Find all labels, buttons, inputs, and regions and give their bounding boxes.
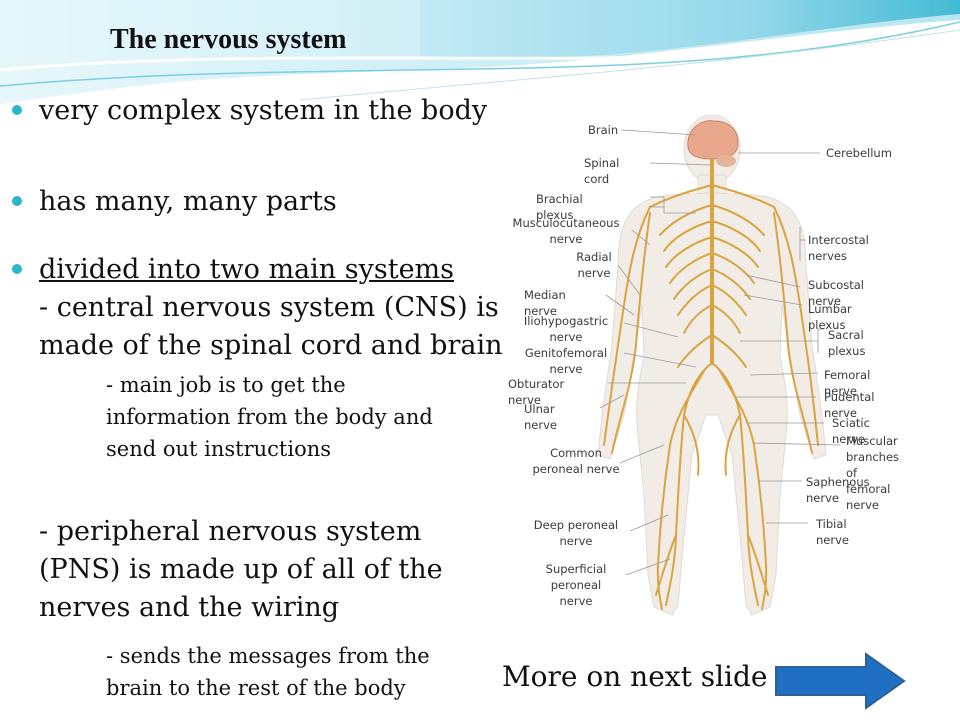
label-genitofemoral-nerve: Genitofemoral nerve [524,346,608,376]
bullet-text: has many, many parts [39,186,337,217]
bullet-icon [12,264,22,274]
label-brain: Brain [588,123,619,137]
cns-line: - central nervous system (CNS) is [39,292,499,323]
pns-line: - peripheral nervous system [39,516,422,547]
next-arrow-icon[interactable] [774,652,908,710]
cns-detail-line: - main job is to get the [106,373,346,397]
pns-detail-text: sends the messages from the [119,644,430,668]
label-ulnar-nerve: Ulnar nerve [524,402,557,432]
label-pudental-nerve: Pudental nerve [824,390,875,420]
pns-detail-line: - sends the messages from the [106,640,430,672]
bullet-text: divided into two main systems [39,254,455,285]
label-iliohypogastric-nerve: Iliohypogastric nerve [523,314,609,344]
label-median-nerve: Median nerve [524,288,566,318]
label-intercostal-nerves: Intercostal nerves [808,233,869,263]
label-musculocutaneous-nerve: Musculocutaneous nerve [512,216,620,246]
pns-line: (PNS) is made up of all of the [39,554,443,585]
more-on-next-slide-text: More on next slide [502,660,768,693]
label-sacral-plexus: Sacral plexus [828,328,866,358]
bullet-icon [12,105,22,115]
label-brachial-plexus: Brachial plexus [536,192,583,222]
label-muscular-branches: Muscular branches of femoral nerve [846,434,900,512]
label-lumbar-plexus: Lumbar plexus [808,302,852,332]
label-radial-nerve: Radial nerve [576,250,612,280]
bullet-icon [12,196,22,206]
pns-detail-line: brain to the rest of the body [106,676,406,700]
header-wave-decoration [0,0,960,104]
label-tibial-nerve: Tibial nerve [816,517,849,547]
label-femoral-nerve: Femoral nerve [824,368,871,398]
label-obturator-nerve: Obturator nerve [508,377,565,407]
bullet-text: very complex system in the body [39,95,488,126]
label-cerebellum: Cerebellum [826,146,892,160]
label-saphenous-nerve: Saphenous nerve [806,475,870,505]
label-deep-peroneal-nerve: Deep peroneal nerve [533,518,619,548]
label-common-peroneal-nerve: Common peroneal nerve [532,446,620,476]
label-subcostal-nerve: Subcostal nerve [808,278,864,308]
pns-line: nerves and the wiring [39,592,340,623]
cns-line: made of the spinal cord and brain [39,330,503,361]
body-figure [597,115,841,616]
label-sciatic-nerve: Sciatic nerve [832,416,870,446]
pns-detail-dash: - [106,644,114,668]
label-superficial-peroneal-nerve: Superficial peroneal nerve [545,562,607,608]
slide-title: The nervous system [110,24,347,55]
label-spinal-cord: Spinal cord [584,156,620,186]
cns-detail-line: information from the body and [106,405,433,429]
cns-detail-line: send out instructions [106,437,332,461]
